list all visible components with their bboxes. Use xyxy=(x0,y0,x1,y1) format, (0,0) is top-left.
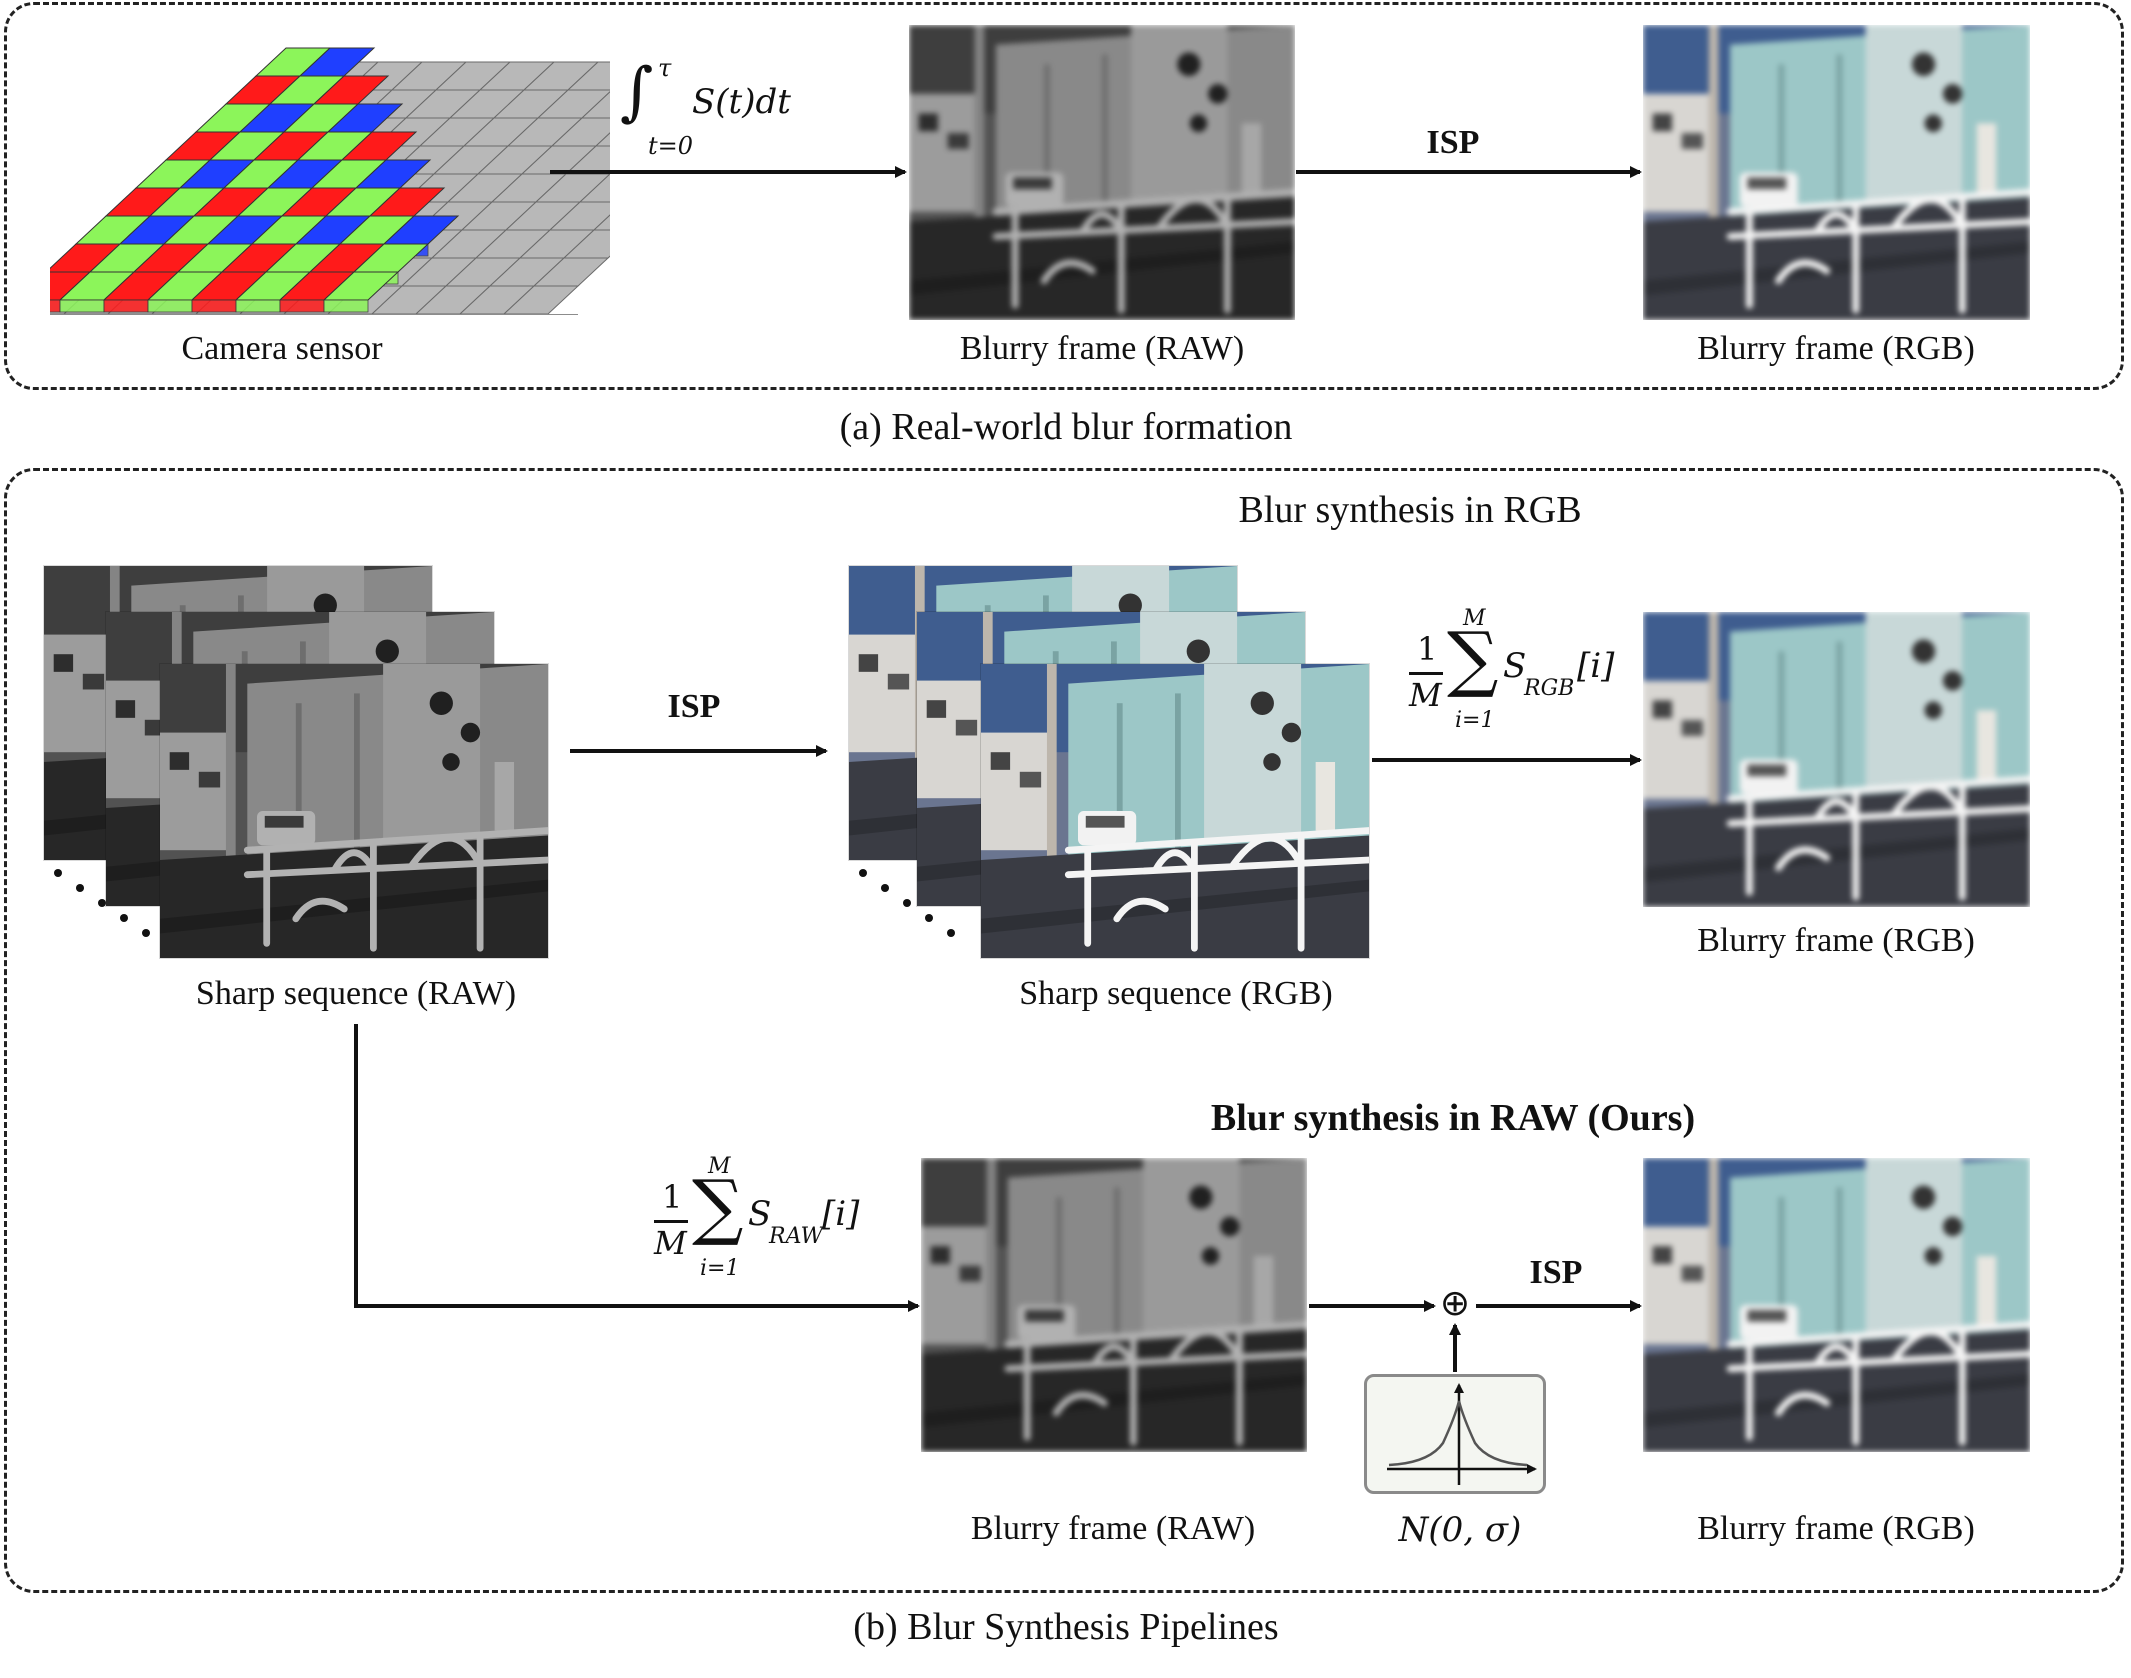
sharp-raw-card-1 xyxy=(160,664,548,958)
sum-raw-term: S xyxy=(748,1194,772,1234)
sensor-front-edge xyxy=(50,314,578,315)
caption-b: (b) Blur Synthesis Pipelines xyxy=(853,1606,1279,1648)
noise-label: N(0, σ) xyxy=(1398,1510,1522,1550)
blurry-raw-label-b: Blurry frame (RAW) xyxy=(970,1510,1256,1547)
integral-formula: ∫ τ t=0 S(t)dt xyxy=(620,54,791,160)
blurry-raw-label-a: Blurry frame (RAW) xyxy=(959,330,1245,367)
sum-rgb-subscript: RGB xyxy=(1524,676,1575,701)
sum-raw-lower: i=1 xyxy=(700,1256,740,1281)
gaussian-curve-icon xyxy=(1387,1383,1537,1485)
isp-label-b1: ISP xyxy=(667,688,721,725)
add-noise-icon: ⊕ xyxy=(1439,1283,1471,1324)
raw-synthesis-title: Blur synthesis in RAW (Ours) xyxy=(1210,1097,1696,1139)
blurry-rgb-label-b2: Blurry frame (RGB) xyxy=(1697,1510,1975,1547)
camera-sensor-diagram xyxy=(50,47,610,315)
sum-rgb-sigma: ∑ xyxy=(1447,616,1499,700)
sharp-raw-label: Sharp sequence (RAW) xyxy=(195,975,517,1012)
caption-a: (a) Real-world blur formation xyxy=(839,406,1293,448)
panel-b-border xyxy=(4,468,2124,1593)
sum-raw-subscript: RAW xyxy=(769,1224,824,1249)
sum-raw-numerator: 1 xyxy=(662,1178,683,1216)
panel-a-arrows xyxy=(550,166,1642,178)
panel-a-border xyxy=(4,2,2124,390)
blurry-rgb-label-b1: Blurry frame (RGB) xyxy=(1697,922,1975,959)
sensor-cell xyxy=(564,145,610,175)
integral-body: S(t)dt xyxy=(692,82,791,122)
integral-upper: τ xyxy=(658,54,672,82)
blurry-rgb-label-a: Blurry frame (RGB) xyxy=(1697,330,1975,367)
sensor-cell xyxy=(592,214,610,231)
sensor-cell xyxy=(594,132,610,147)
noise-distribution-box xyxy=(1364,1374,1546,1494)
blurry-raw-image-b xyxy=(921,1158,1307,1452)
sensor-cell xyxy=(578,173,610,203)
sharp-rgb-ellipsis xyxy=(859,869,955,937)
sum-raw-upper: M xyxy=(708,1154,731,1179)
sum-rgb-denominator: M xyxy=(1409,676,1442,714)
sum-raw-denominator: M xyxy=(654,1224,687,1262)
blurry-rgb-image-a xyxy=(1643,25,2030,320)
sum-rgb-index: [i] xyxy=(1577,646,1615,686)
sensor-cell xyxy=(566,61,610,91)
bayer-filter-side xyxy=(323,299,369,313)
sharp-rgb-card-1 xyxy=(981,664,1369,958)
sum-raw-sigma: ∑ xyxy=(692,1164,744,1248)
camera-sensor-label: Camera sensor xyxy=(181,330,383,367)
sum-rgb-term: S xyxy=(1503,646,1527,686)
blurry-rgb-image-b1 xyxy=(1643,612,2030,907)
sum-formula-rgb: 1 M ∑ M i=1 S RGB [i] xyxy=(1405,606,1645,742)
rgb-synthesis-title: Blur synthesis in RGB xyxy=(1238,489,1582,531)
sum-rgb-upper: M xyxy=(1463,606,1486,631)
sum-rgb-fraction-bar xyxy=(1409,672,1443,675)
sum-raw-index: [i] xyxy=(822,1194,860,1234)
sum-raw-fraction-bar xyxy=(654,1220,688,1223)
sum-formula-raw: 1 M ∑ M i=1 S RAW [i] xyxy=(650,1154,890,1290)
sharp-raw-ellipsis xyxy=(54,869,150,937)
sum-rgb-numerator: 1 xyxy=(1417,630,1438,668)
blurry-rgb-image-b2 xyxy=(1643,1158,2030,1452)
integral-lower: t=0 xyxy=(648,132,694,160)
isp-label-b2: ISP xyxy=(1529,1254,1583,1291)
blurry-raw-image-a xyxy=(909,25,1295,320)
sensor-cell xyxy=(580,91,610,119)
sharp-rgb-label: Sharp sequence (RGB) xyxy=(1019,975,1333,1012)
sum-rgb-lower: i=1 xyxy=(1455,708,1495,733)
isp-label-a: ISP xyxy=(1426,124,1480,161)
